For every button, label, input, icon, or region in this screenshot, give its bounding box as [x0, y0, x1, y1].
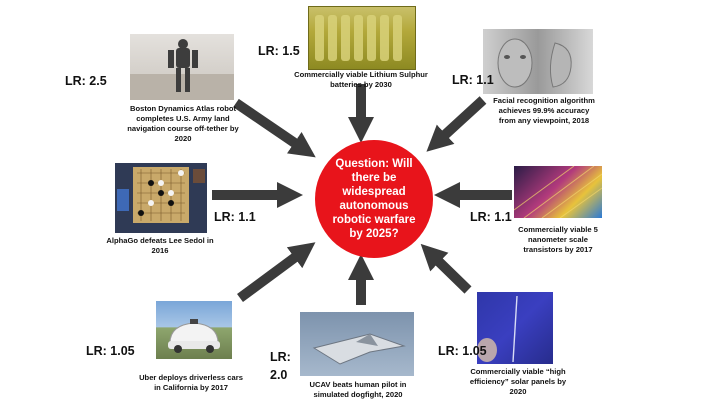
3d-face-models-photo: [483, 29, 593, 94]
arrow-from-face: [436, 100, 483, 143]
lr-transistor: LR: 1.1: [470, 210, 512, 224]
center-question-text: Question: Will there be widespread auton…: [328, 157, 420, 241]
microchip-photo: [514, 166, 602, 218]
driverless-car-photo: [156, 301, 232, 359]
caption-ucav: UCAV beats human pilot in simulated dogf…: [306, 380, 410, 400]
lr-battery: LR: 1.5: [258, 44, 300, 58]
arrow-from-uber: [240, 250, 305, 298]
caption-alphago: AlphaGo defeats Lee Sedol in 2016: [104, 236, 216, 256]
arrow-from-solar: [430, 253, 468, 290]
caption-atlas: Boston Dynamics Atlas robot completes U.…: [120, 104, 246, 144]
battery-cells-photo: [308, 6, 416, 70]
lr-face: LR: 1.1: [452, 73, 494, 87]
caption-face: Facial recognition algorithm achieves 99…: [492, 96, 596, 126]
caption-transistor: Commercially viable 5 nanometer scale tr…: [514, 225, 602, 255]
arrow-from-atlas: [236, 103, 305, 150]
go-board-broadcast-photo: [115, 163, 207, 233]
caption-battery: Commercially viable Lithium Sulphur batt…: [290, 70, 432, 90]
caption-uber: Uber deploys driverless cars in Californ…: [136, 373, 246, 393]
caption-solar: Commercially viable “high efficiency” so…: [462, 367, 574, 397]
lr-atlas: LR: 2.5: [65, 74, 107, 88]
solar-cell-photo: [477, 292, 553, 364]
lr-solar: LR: 1.05: [438, 344, 487, 358]
humanoid-robot-photo: [130, 34, 234, 100]
center-question-circle: Question: Will there be widespread auton…: [315, 140, 433, 258]
lr-alphago: LR: 1.1: [214, 210, 256, 224]
lr-uber: LR: 1.05: [86, 344, 135, 358]
lr-ucav-line2: 2.0: [270, 368, 287, 382]
combat-drone-photo: [300, 312, 414, 376]
lr-ucav-line1: LR:: [270, 350, 291, 364]
